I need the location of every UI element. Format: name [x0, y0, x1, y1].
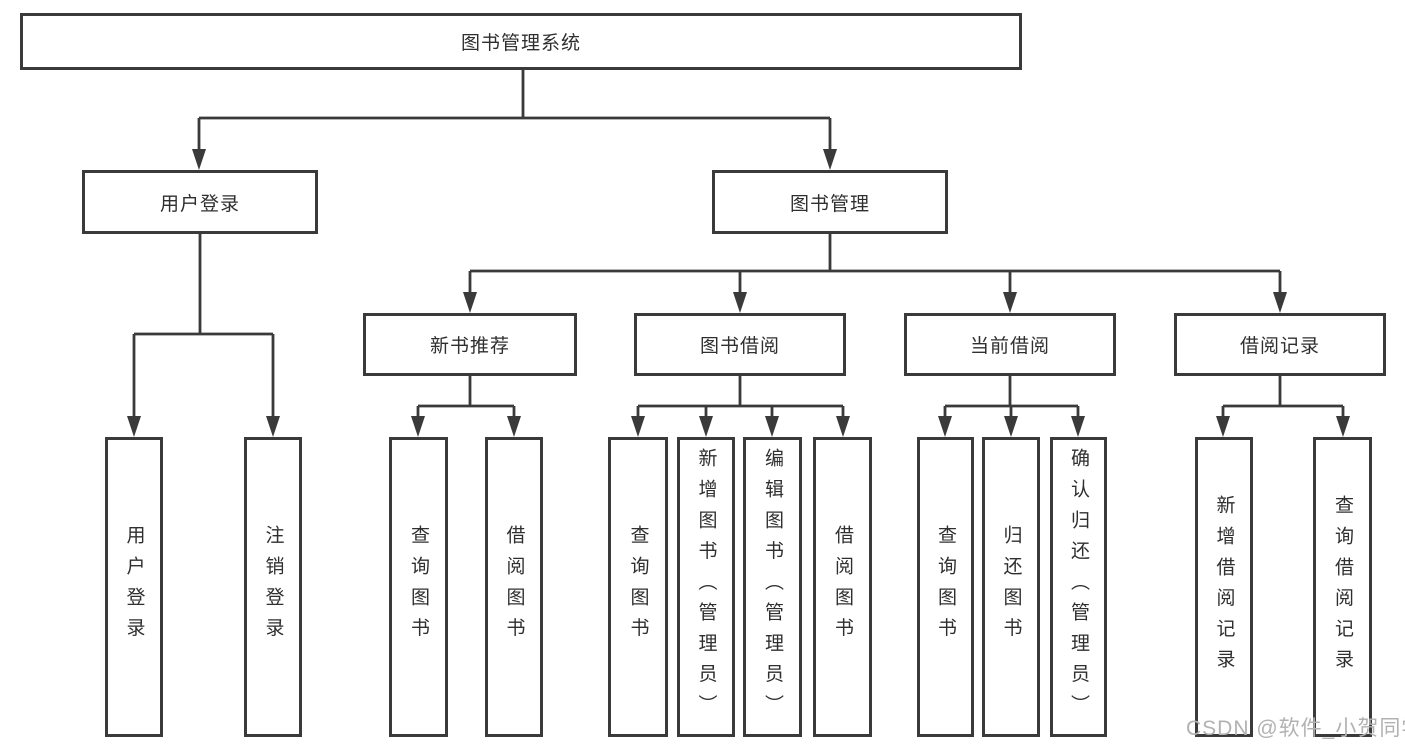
leaf-current-confirm-return-admin-label: 确认归还（管理员） — [1068, 448, 1089, 726]
node-book-borrowing: 图书借阅 — [634, 313, 846, 376]
node-borrowing-records: 借阅记录 — [1174, 313, 1386, 376]
leaf-user-login: 用户登录 — [105, 437, 163, 737]
leaf-borrowing-add-books-admin-label: 新增图书（管理员） — [695, 448, 717, 726]
leaf-borrowing-add-books-admin: 新增图书（管理员） — [677, 437, 735, 737]
leaf-borrowing-edit-books-admin-label: 编辑图书（管理员） — [762, 448, 783, 726]
node-library-system-label: 图书管理系统 — [460, 33, 581, 54]
node-library-system: 图书管理系统 — [20, 13, 1022, 70]
node-new-book-recommend: 新书推荐 — [363, 313, 577, 376]
node-current-borrowing: 当前借阅 — [904, 313, 1116, 376]
leaf-current-query-books-label: 查询图书 — [935, 525, 956, 649]
leaf-logout: 注销登录 — [244, 437, 302, 737]
leaf-borrowing-query-books-label: 查询图书 — [627, 525, 649, 649]
node-book-management: 图书管理 — [712, 170, 948, 234]
node-current-borrowing-label: 当前借阅 — [969, 336, 1050, 357]
leaf-logout-label: 注销登录 — [262, 525, 284, 649]
leaf-current-query-books: 查询图书 — [917, 437, 974, 737]
leaf-records-query-record: 查询借阅记录 — [1313, 437, 1372, 737]
leaf-recommend-borrow-books-label: 借阅图书 — [503, 525, 525, 649]
node-user-login: 用户登录 — [82, 170, 318, 234]
leaf-borrowing-edit-books-admin: 编辑图书（管理员） — [743, 437, 802, 737]
watermark: CSDN @软件_小贺同学 — [1186, 717, 1405, 740]
leaf-user-login-label: 用户登录 — [123, 525, 145, 649]
leaf-current-return-books-label: 归还图书 — [1000, 525, 1022, 649]
node-user-login-label: 用户登录 — [159, 193, 240, 215]
leaf-borrowing-borrow-books: 借阅图书 — [813, 437, 872, 737]
leaf-current-confirm-return-admin: 确认归还（管理员） — [1050, 437, 1107, 737]
leaf-borrowing-borrow-books-label: 借阅图书 — [832, 525, 853, 649]
leaf-recommend-query-books: 查询图书 — [389, 437, 448, 737]
leaf-records-add-record: 新增借阅记录 — [1195, 437, 1253, 737]
node-borrowing-records-label: 借阅记录 — [1239, 336, 1320, 357]
leaf-borrowing-query-books: 查询图书 — [608, 437, 668, 737]
leaf-records-add-record-label: 新增借阅记录 — [1213, 494, 1235, 680]
leaf-recommend-borrow-books: 借阅图书 — [485, 437, 543, 737]
leaf-records-query-record-label: 查询借阅记录 — [1332, 494, 1353, 680]
node-book-management-label: 图书管理 — [789, 193, 870, 215]
node-new-book-recommend-label: 新书推荐 — [429, 336, 510, 357]
leaf-current-return-books: 归还图书 — [982, 437, 1040, 737]
leaf-recommend-query-books-label: 查询图书 — [408, 525, 429, 649]
node-book-borrowing-label: 图书借阅 — [699, 336, 780, 357]
